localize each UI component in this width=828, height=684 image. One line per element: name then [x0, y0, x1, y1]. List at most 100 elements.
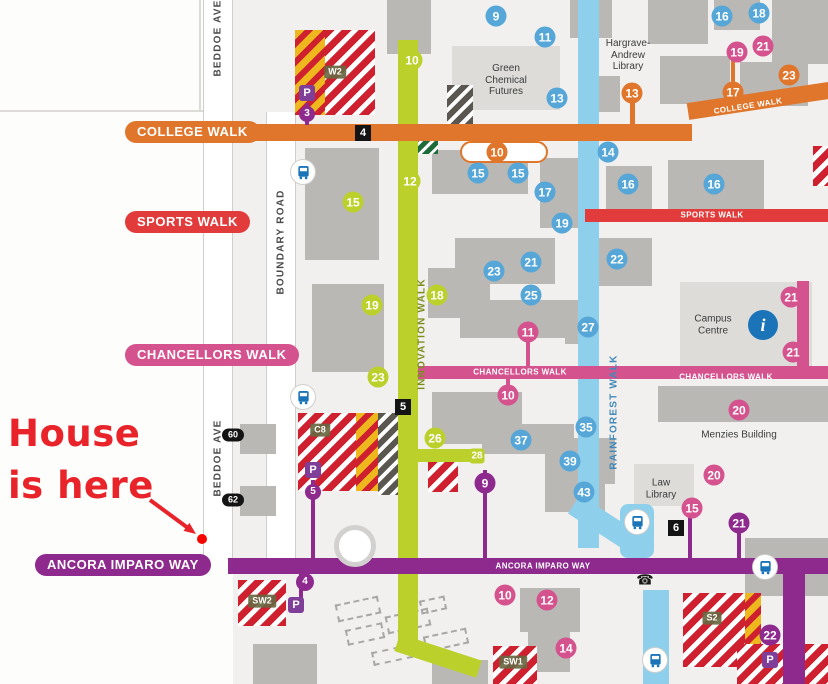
building-label-line: Menzies Building [701, 429, 777, 441]
map-marker-17: 17 [534, 181, 556, 203]
street-label-college-walk: COLLEGE WALK [125, 121, 260, 144]
street-label-sports-walk: SPORTS WALK [125, 211, 250, 234]
route-marker-6: 6 [668, 520, 684, 536]
access-path [688, 500, 692, 558]
building-code-C8: C8 [310, 423, 330, 437]
annotation-text-line2: is here [8, 464, 154, 507]
parcel-line [199, 0, 201, 112]
building-label-line: Andrew [611, 49, 645, 61]
info-icon: i [748, 310, 778, 340]
path-label: CHANCELLORS WALK [473, 367, 567, 377]
bus-stop-icon [625, 510, 649, 534]
ancora-imparo-way-path [228, 558, 828, 574]
map-marker-37: 37 [510, 429, 532, 451]
map-marker-12: 12 [536, 589, 558, 611]
building-label-line: Chemical [485, 74, 527, 86]
building-label-line: Law [651, 477, 671, 489]
map-marker-12: 12 [399, 170, 421, 192]
map-marker-16: 16 [711, 5, 733, 27]
parking-icon: P [305, 462, 321, 478]
building [598, 76, 620, 112]
map-marker-23: 23 [778, 64, 800, 86]
map-marker-10: 10 [486, 141, 508, 163]
path-label: ANCORA IMPARO WAY [495, 561, 591, 571]
street-label-chancellors-walk: CHANCELLORS WALK [125, 344, 299, 367]
roundabout [334, 525, 376, 567]
construction-area [737, 644, 828, 684]
bus-stop-icon [291, 385, 315, 409]
map-marker-23: 23 [367, 366, 389, 388]
building-law-library [634, 464, 694, 506]
map-marker-17: 17 [722, 81, 744, 103]
building [240, 486, 276, 516]
sports-walk-path [585, 209, 828, 222]
parking-access-path [311, 480, 315, 560]
building-label-line: Library [612, 60, 644, 72]
building-label-line: Library [645, 489, 677, 500]
map-marker-20: 20 [703, 464, 725, 486]
chancellors-walk-spur [526, 340, 530, 368]
college-walk-spur [630, 100, 635, 128]
map-marker-15: 15 [467, 162, 489, 184]
building [460, 300, 570, 338]
map-marker-16: 16 [617, 173, 639, 195]
path-label: CHANCELLORS WALK [679, 372, 773, 382]
building-label-line: Campus [694, 313, 732, 325]
map-marker-22: 22 [606, 248, 628, 270]
chancellors-walk-path [418, 366, 828, 379]
map-marker-22: 22 [759, 624, 781, 646]
building-label-line: Green [492, 62, 520, 74]
parcel-line [0, 110, 203, 112]
map-marker-4: 4 [296, 573, 314, 591]
map-marker-20: 20 [728, 399, 750, 421]
map-marker-9: 9 [485, 5, 507, 27]
map-marker-21: 21 [752, 35, 774, 57]
map-marker-21: 21 [728, 512, 750, 534]
map-marker-14: 14 [597, 141, 619, 163]
college-walk-spur [731, 58, 735, 102]
building [772, 0, 828, 64]
building [253, 644, 317, 684]
map-marker-15: 15 [507, 162, 529, 184]
beddoe-ave-road [203, 0, 233, 560]
building-code-SW1: SW1 [499, 655, 527, 669]
construction-area [412, 141, 438, 154]
path-label: SPORTS WALK [680, 210, 744, 220]
map-marker-21: 21 [782, 341, 804, 363]
map-marker-18: 18 [426, 284, 448, 306]
building-code-W2: W2 [324, 65, 346, 79]
map-marker-3: 3 [299, 106, 315, 122]
street-number-60: 60 [221, 428, 245, 442]
map-marker-27: 27 [577, 316, 599, 338]
map-marker-19: 19 [361, 294, 383, 316]
bus-stop-icon [291, 160, 315, 184]
building-label-line: Centre [697, 325, 728, 336]
construction-area [428, 462, 458, 492]
building-label-line: Futures [489, 85, 523, 97]
construction-area [356, 413, 378, 491]
map-marker-13: 13 [621, 82, 643, 104]
map-marker-10: 10 [494, 584, 516, 606]
parking-icon: P [762, 652, 778, 668]
building [648, 0, 708, 44]
annotation-text-line1: House [8, 412, 141, 455]
phone-icon: ☎ [636, 571, 654, 588]
street-number-62: 62 [221, 493, 245, 507]
map-marker-18: 18 [748, 2, 770, 24]
map-marker-16: 16 [703, 173, 725, 195]
parking-icon: P [288, 597, 304, 613]
map-marker-19: 19 [726, 41, 748, 63]
construction-area [378, 413, 400, 495]
street-label-ancora-imparo-way: ANCORA IMPARO WAY [35, 554, 211, 577]
map-marker-19: 19 [551, 212, 573, 234]
bus-stop-icon [753, 555, 777, 579]
map-marker-26: 26 [424, 427, 446, 449]
map-marker-9: 9 [474, 472, 496, 494]
map-marker-13: 13 [546, 87, 568, 109]
